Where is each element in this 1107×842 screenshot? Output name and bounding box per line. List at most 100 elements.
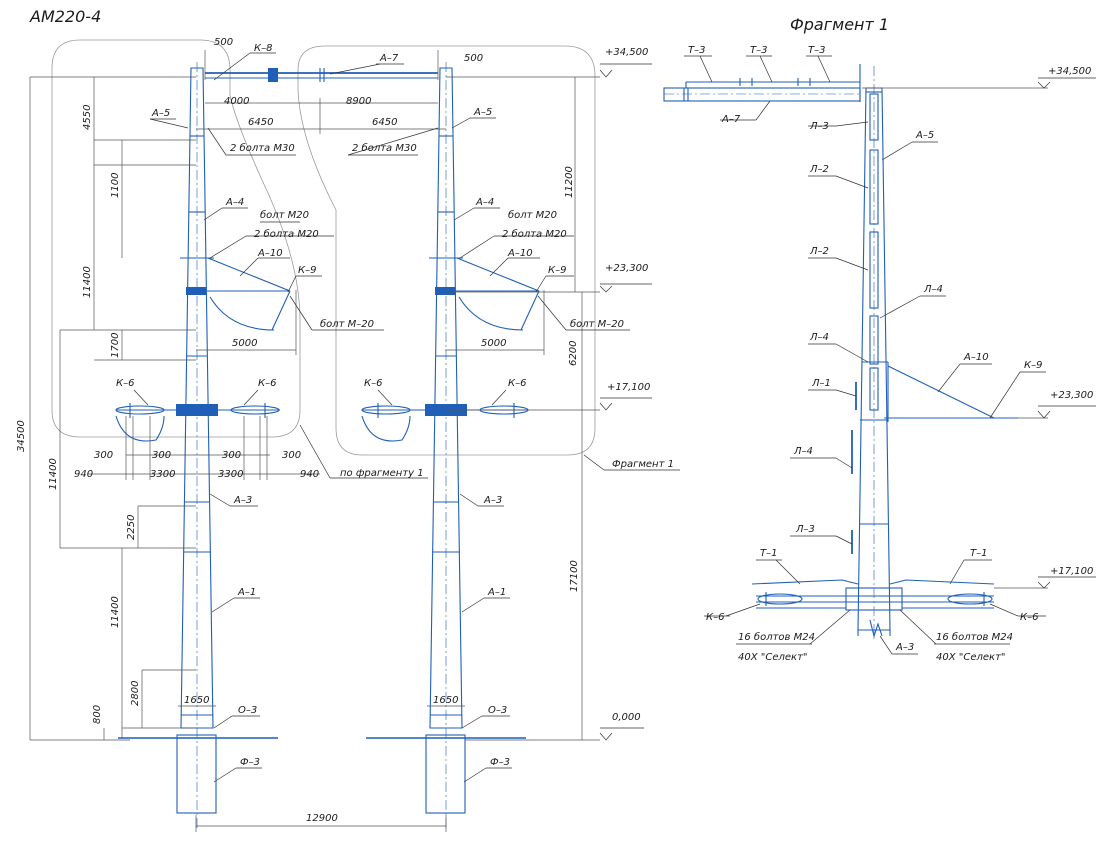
dim-300-a: 300 [94,450,113,461]
drawing-title: АМ220-4 [29,7,101,26]
frag-label-k6-a: К–6 [706,612,724,623]
frag-label-a5: А–5 [915,130,934,141]
label-a3-left: А–3 [233,495,252,506]
dim-1650-a: 1650 [184,695,209,706]
top-beam [205,68,438,82]
dim-940-b: 940 [300,469,319,480]
frag-label-l2-a: Л–2 [809,164,829,175]
label-k6-3: К–6 [364,378,382,389]
fragment-outline-left [51,39,301,438]
label-a3-right: А–3 [483,495,502,506]
frag-label-l2-b: Л–2 [809,246,829,257]
dim-8900: 8900 [346,96,371,107]
label-a4-right: А–4 [475,197,494,208]
dim-5000-b: 5000 [481,338,506,349]
label-2bolts-m20-left: 2 болта М20 [254,228,319,240]
dim-300-d: 300 [282,450,301,461]
dimension-lines [29,50,600,832]
label-bolts-m30-right: 2 болта М30 [352,142,417,154]
label-a7: А–7 [379,53,399,64]
frag-label-t3-a: Т–3 [688,45,705,56]
dim-940-a: 940 [74,469,93,480]
label-a1-right: А–1 [487,587,506,598]
dim-2800: 2800 [130,681,141,706]
leaders-left [133,52,680,783]
label-a1-left: А–1 [237,587,256,598]
frag-label-t3-b: Т–3 [750,45,767,56]
label-o3-right: О–3 [488,705,507,716]
dim-3300-a: 3300 [150,469,175,480]
label-k9-left: К–9 [298,265,316,276]
label-bolt-m-20-right: болт М–20 [570,318,624,330]
frag-label-l4-b: Л–4 [809,332,829,343]
label-k6-4: К–6 [508,378,526,389]
label-a10-left: А–10 [257,248,283,259]
label-k6-1: К–6 [116,378,134,389]
label-a4-left: А–4 [225,197,244,208]
label-bolt-m-20-left: болт М–20 [320,318,374,330]
label-k8: К–8 [254,43,272,54]
dim-3300-b: 3300 [218,469,243,480]
frag-level-low: +17,100 [1050,566,1093,577]
dim-1700: 1700 [110,333,121,358]
frag-label-a7: А–7 [721,114,741,125]
label-a5-right: А–5 [473,107,492,118]
dim-11400-a: 11400 [82,266,93,298]
fragment-title: Фрагмент 1 [790,15,889,34]
level-mid-label: +23,300 [605,263,648,274]
dim-300-b: 300 [152,450,171,461]
dim-11400-b: 11400 [48,458,59,490]
frag-label-t1-a: Т–1 [760,548,777,559]
frag-label-l3-b: Л–3 [795,524,815,535]
dim-4550: 4550 [82,105,93,130]
dim-300-c: 300 [222,450,241,461]
frag-label-a10: А–10 [963,352,989,363]
label-bolt-m20-right: болт М20 [508,209,557,221]
label-by-fragment: по фрагменту 1 [340,468,424,479]
frag-label-l4-a: Л–4 [923,284,943,295]
dim-800: 800 [92,705,103,724]
frag-label-steel-b: 40Х "Селект" [936,652,1006,663]
dim-6450-a: 6450 [248,117,273,128]
fragment-outline-right [297,45,596,456]
pole-left [115,62,291,830]
dim-2250: 2250 [126,515,137,540]
label-k9-right: К–9 [548,265,566,276]
dim-span: 12900 [306,813,338,824]
level-low-label: +17,100 [607,382,650,393]
dim-500-b: 500 [464,53,483,64]
dim-5000-a: 5000 [232,338,257,349]
fragment-leaders [684,55,1096,655]
dim-1100: 1100 [110,173,121,198]
label-f3-right: Ф–3 [490,757,510,768]
pole-right [361,62,540,830]
dim-500-a: 500 [214,37,233,48]
dim-6450-b: 6450 [372,117,397,128]
frag-label-steel-a: 40Х "Селект" [738,652,808,663]
dim-overall-height: 34500 [16,420,27,452]
label-a5-left: А–5 [151,108,170,119]
dim-6200: 6200 [568,341,579,366]
frag-label-bolts16-b: 16 болтов М24 [936,631,1013,643]
label-fragment-ref: Фрагмент 1 [612,459,674,470]
label-2bolts-m20-right: 2 болта М20 [502,228,567,240]
frag-label-bolts16-a: 16 болтов М24 [738,631,815,643]
frag-label-k9: К–9 [1024,360,1042,371]
label-a10-right: А–10 [507,248,533,259]
frag-label-k6-b: К–6 [1020,612,1038,623]
frag-label-l4-c: Л–4 [793,446,813,457]
label-bolts-m30-left: 2 болта М30 [230,142,295,154]
frag-level-top: +34,500 [1048,66,1091,77]
fragment-drawing [663,64,1018,640]
dim-11400-c: 11400 [110,596,121,628]
level-markers [599,63,652,741]
dim-17100: 17100 [569,560,580,592]
label-k6-2: К–6 [258,378,276,389]
dim-4000: 4000 [224,96,249,107]
label-bolt-m20-left: болт М20 [260,209,309,221]
frag-level-mid: +23,300 [1050,390,1093,401]
frag-label-t3-c: Т–3 [808,45,825,56]
label-f3-left: Ф–3 [240,757,260,768]
